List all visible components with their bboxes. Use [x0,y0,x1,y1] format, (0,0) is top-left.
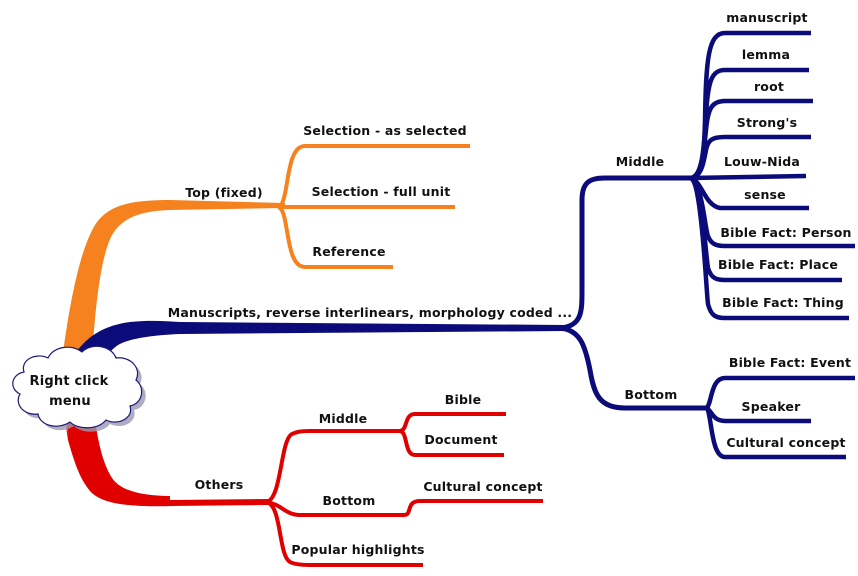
root-label-line2: menu [49,394,91,409]
node-bible-fact-person[interactable]: Bible Fact: Person [720,225,851,240]
node-bible-fact-event[interactable]: Bible Fact: Event [729,355,851,370]
node-root[interactable]: root [754,79,784,94]
connector-bf-thing [688,175,849,321]
connector-louw-nida [689,173,807,181]
node-cultural-concept-red[interactable]: Cultural concept [423,479,542,494]
connector-top-reference [276,205,393,269]
connector-strongs [689,134,811,181]
node-manuscript[interactable]: manuscript [726,10,807,25]
connector-root-others-fill [66,420,170,507]
connector-root-main [70,320,565,368]
connector-main-bottom [559,325,710,411]
node-top-fixed[interactable]: Top (fixed) [185,185,263,200]
node-main-bottom[interactable]: Bottom [625,387,678,402]
branch-main: Manuscripts, reverse interlinears, morph… [70,10,855,460]
node-sense[interactable]: sense [744,187,786,202]
node-louw-nida[interactable]: Louw-Nida [724,154,800,169]
node-bible[interactable]: Bible [445,392,482,407]
node-manuscripts-reverse-interlinears[interactable]: Manuscripts, reverse interlinears, morph… [168,305,573,320]
connector-middle-bible [399,412,506,433]
connector-middle-document [399,429,504,457]
node-others[interactable]: Others [195,477,244,492]
root-node[interactable]: Right click menu [12,345,146,432]
root-label-line1: Right click [30,374,109,389]
node-bible-fact-place[interactable]: Bible Fact: Place [718,257,838,272]
connector-cultural-concept-blue [704,405,846,460]
node-others-bottom[interactable]: Bottom [323,493,376,508]
node-cultural-concept-blue[interactable]: Cultural concept [726,435,845,450]
branch-others: Others Middle Bottom Popular highlights … [65,392,543,567]
node-document[interactable]: Document [424,432,497,447]
node-selection-as-selected[interactable]: Selection - as selected [303,123,467,138]
node-bible-fact-thing[interactable]: Bible Fact: Thing [722,295,844,310]
node-speaker[interactable]: Speaker [742,399,802,414]
node-popular-highlights[interactable]: Popular highlights [291,542,424,557]
connector-main-middle [559,175,690,331]
connector-top-selection-as-selected [276,144,470,209]
node-strongs[interactable]: Strong's [737,115,797,130]
connector-others-popular [265,500,423,567]
connector-others-middle [265,429,400,504]
bottom-children-connectors [704,375,855,460]
connector-bottom-cultural-concept [404,499,543,517]
node-main-middle[interactable]: Middle [616,154,665,169]
node-lemma[interactable]: lemma [742,47,790,62]
middle-children-connectors [688,30,855,321]
node-others-middle[interactable]: Middle [319,411,368,426]
node-selection-full-unit[interactable]: Selection - full unit [312,184,451,199]
cloud-shape [12,345,143,429]
node-reference[interactable]: Reference [312,244,385,259]
